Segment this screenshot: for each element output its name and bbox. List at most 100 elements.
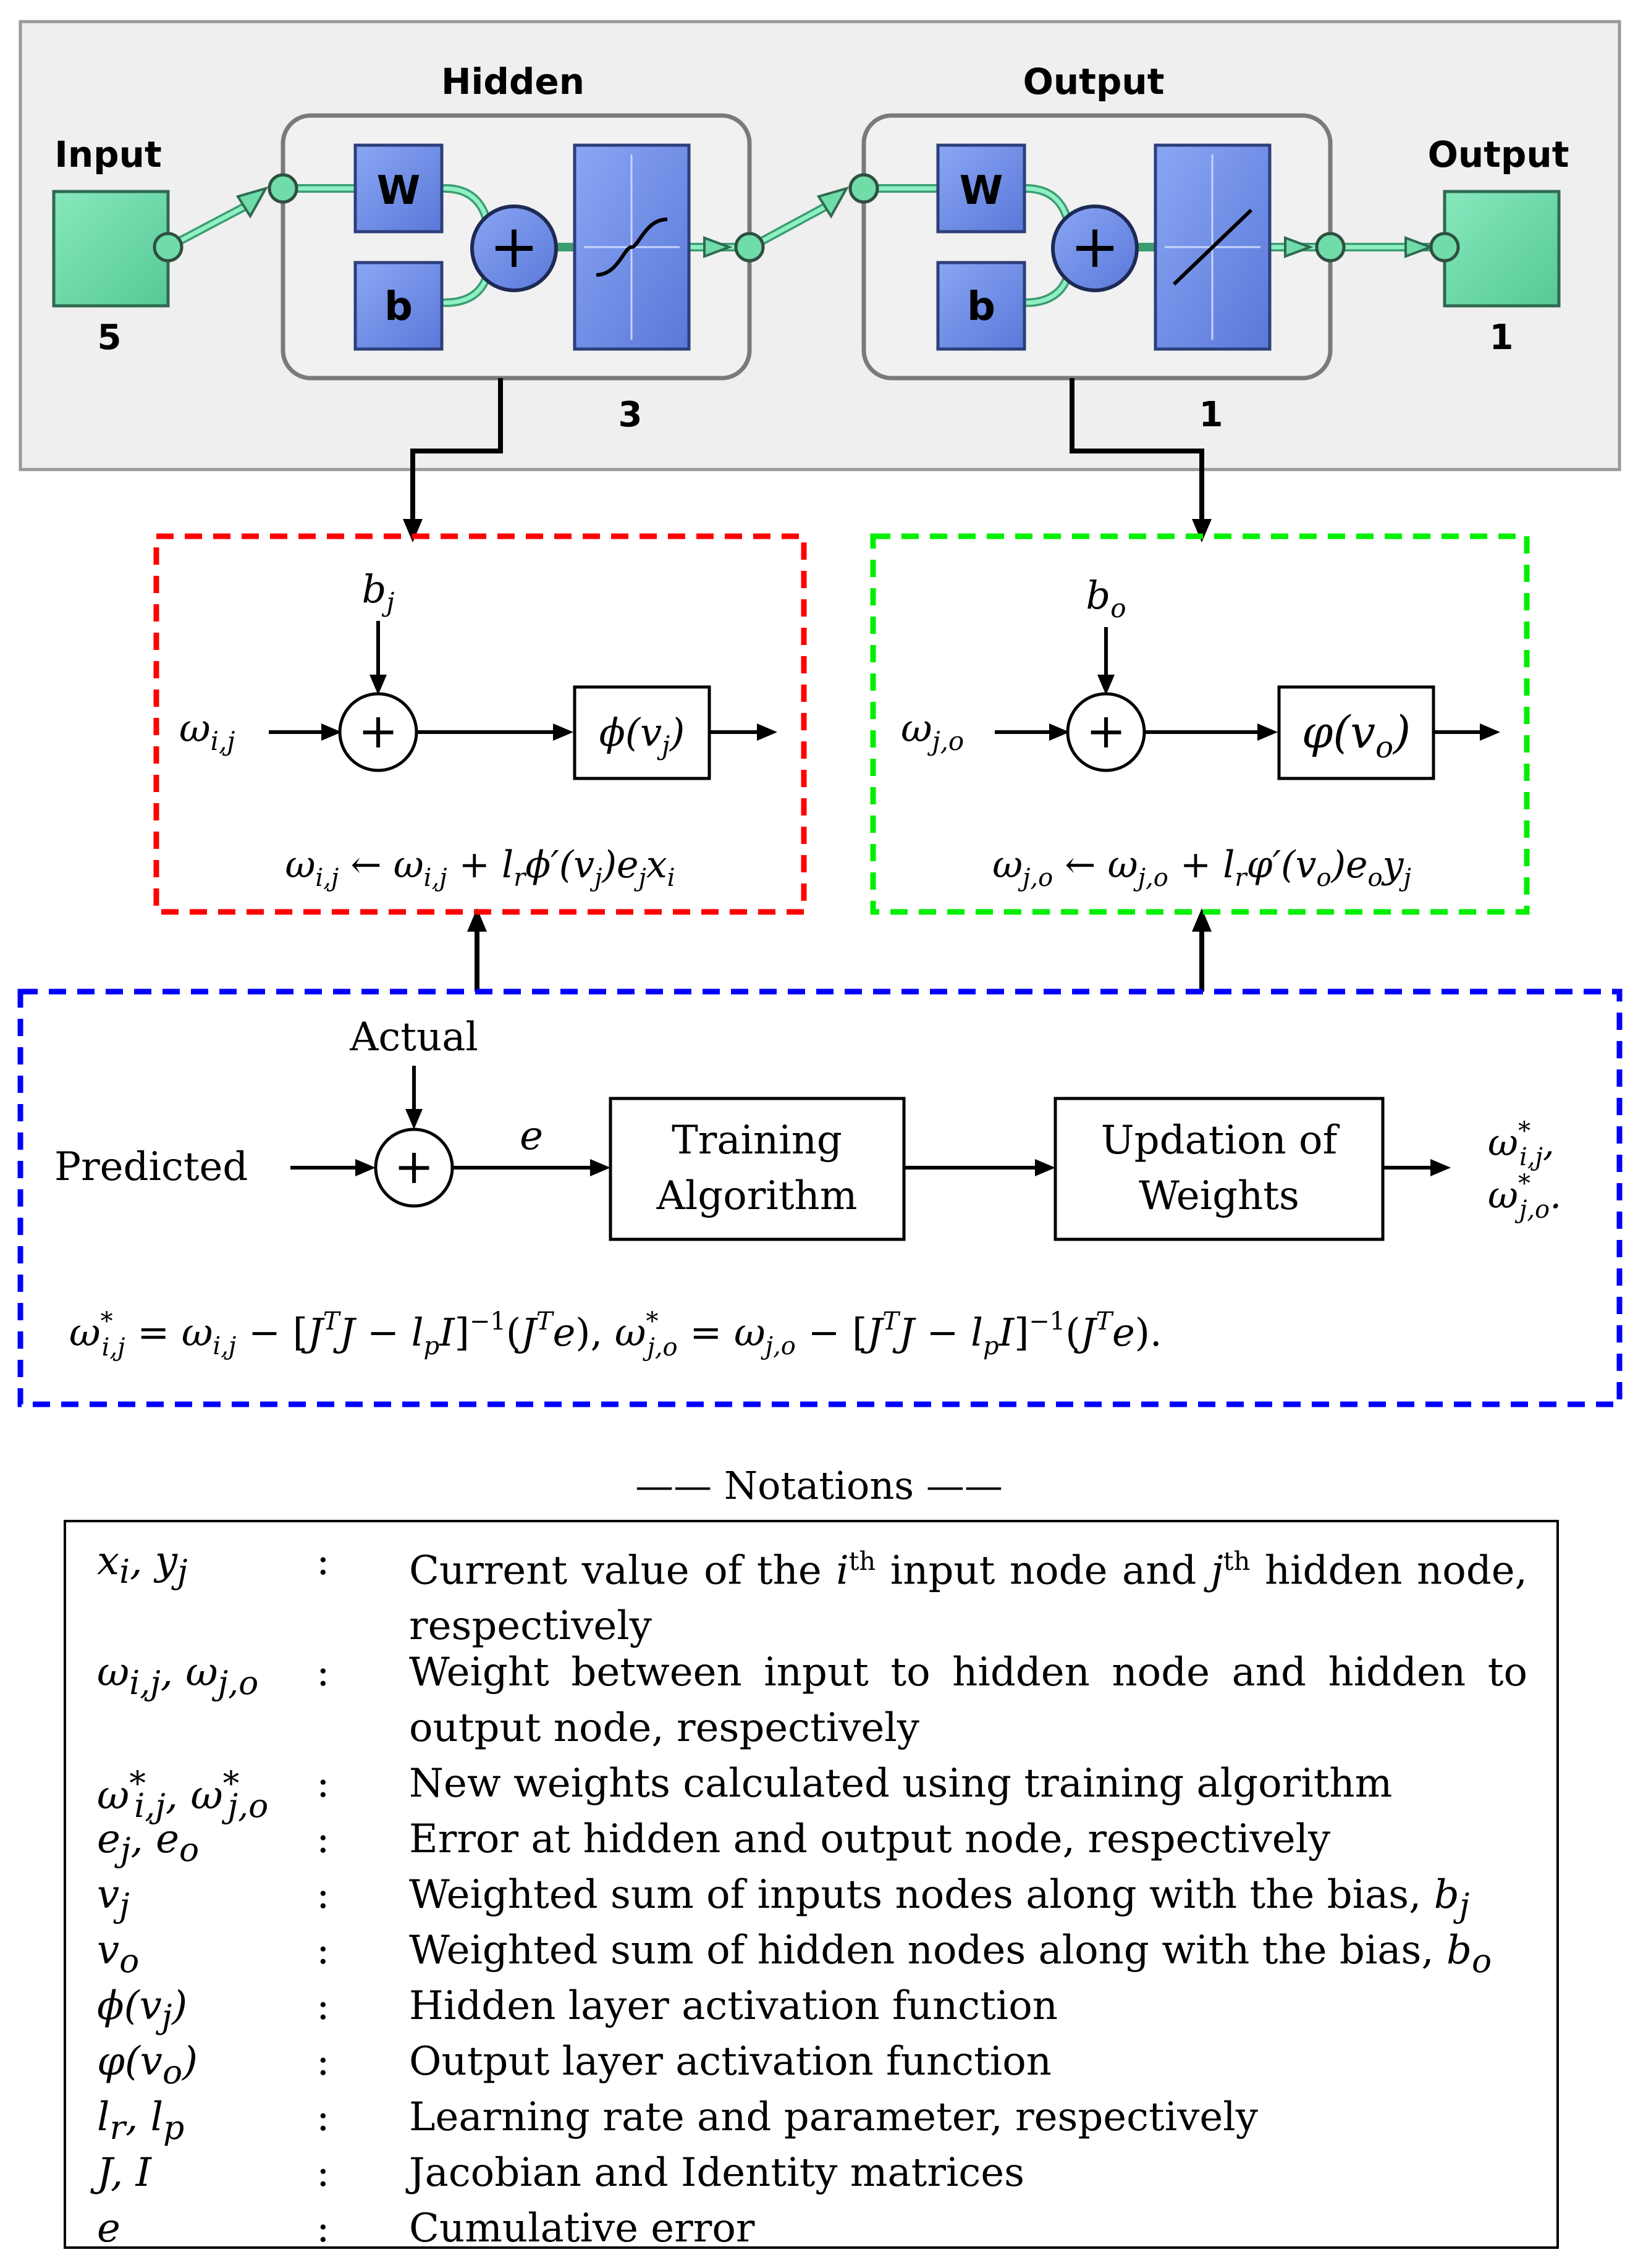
predicted-label: Predicted (54, 1144, 248, 1190)
notation-description-line1: Cumulative error (409, 2206, 755, 2251)
training-formula: ω*i,j = ωi,j − [JTJ − lpI]−1(JTe), ω*j,o… (69, 1307, 1162, 1362)
output-size: 1 (1490, 318, 1514, 358)
notation-description-line2: output node, respectively (409, 1705, 919, 1751)
network-connector-dots (153, 173, 1460, 263)
notation-description-line1: Output layer activation function (409, 2039, 1052, 2085)
network-arrowheads (235, 186, 1434, 258)
panel-connectors (410, 378, 1204, 992)
notation-description: Weight between input to hidden node and … (409, 1645, 1527, 1756)
error-sum-symbol: + (394, 1139, 434, 1195)
updation-line1: Updation of (1101, 1118, 1340, 1163)
output-bias-block (936, 261, 1026, 351)
notation-description-line1: Jacobian and Identity matrices (409, 2150, 1024, 2196)
notations-table: xi, yj: Current value of the ith input no… (64, 1520, 1559, 2251)
panel-connector-arrowheads (403, 519, 1212, 932)
hidden-activation-text: ϕ(vj) (599, 710, 685, 761)
hidden-detail-panel: bj ωi,j + ϕ(vj) ωi,j ← ωi,j + lrϕ′(vj)ej… (153, 533, 807, 915)
notation-symbol: e (97, 2206, 120, 2251)
notation-description-line1: Hidden layer activation function (409, 1983, 1058, 2029)
hidden-sum-node (470, 204, 558, 292)
output-detail-panel: bo ωj,o + φ(vo) ωj,o ← ωj,o + lrφ′(vo)eo… (870, 533, 1530, 915)
notation-description-line1: Learning rate and parameter, respectivel… (409, 2094, 1258, 2140)
hidden-sum-symbol: + (489, 212, 539, 281)
notation-description: Cumulative error (409, 2201, 1527, 2256)
notation-symbol: ωi,j, ωj,o (97, 1650, 259, 1702)
notation-symbol: vj (97, 1872, 130, 1924)
hidden-size: 3 (618, 395, 643, 435)
notation-description: Current value of the ith input node and … (409, 1533, 1527, 1654)
notation-symbol: ej, eo (97, 1816, 200, 1869)
sigmoid-icon (584, 154, 680, 340)
notation-description: Jacobian and Identity matrices (409, 2145, 1527, 2201)
notation-description-line1: Weighted sum of hidden nodes along with … (409, 1928, 1492, 1980)
notations-title: —— Notations —— (635, 1463, 1003, 1508)
input-node (52, 190, 170, 308)
linear-icon (1165, 154, 1260, 340)
notation-description: Hidden layer activation function (409, 1978, 1527, 2034)
output-activation-box (1277, 685, 1435, 780)
hidden-input-text: ωi,j (179, 706, 235, 756)
output-bias-label: b (967, 284, 995, 330)
notation-colon: : (316, 1538, 330, 1584)
training-algorithm-line2: Algorithm (656, 1173, 858, 1219)
notation-symbol: vo (97, 1928, 140, 1980)
output-bias-text: bo (1086, 573, 1126, 623)
actual-label: Actual (349, 1014, 478, 1060)
notation-colon: : (316, 2150, 330, 2196)
training-algorithm-line1: Training (672, 1118, 842, 1163)
notation-symbol: φ(vo) (97, 2039, 198, 2091)
input-label: Input (54, 133, 161, 175)
output-weight-block (936, 143, 1026, 234)
output-weight-label: W (960, 168, 1003, 214)
notation-colon: : (316, 2206, 330, 2251)
notation-colon: : (316, 2039, 330, 2085)
output-sum-node (1051, 204, 1139, 292)
notation-description-line2: respectively (409, 1603, 652, 1650)
notation-symbol: xi, yj (97, 1538, 188, 1591)
notation-symbol: ϕ(vj) (97, 1983, 188, 2036)
hidden-label: Hidden (441, 61, 585, 103)
hidden-bias-text: bj (362, 567, 395, 617)
output-label: Output (1428, 133, 1569, 175)
output-sum-symbol: + (1070, 212, 1120, 281)
hidden-weight-block (353, 143, 444, 234)
notation-description: Weighted sum of inputs nodes along with … (409, 1867, 1527, 1933)
output-detail-sum-symbol: + (1086, 704, 1126, 759)
notation-colon: : (316, 1816, 330, 1862)
output-input-text: ωj,o (901, 706, 964, 756)
output-layer-size: 1 (1199, 395, 1223, 435)
notation-description-line1: Current value of the ith input node and … (409, 1546, 1528, 1594)
notation-description: Weighted sum of hidden nodes along with … (409, 1923, 1527, 1989)
output-update-rule: ωj,o ← ωj,o + lrφ′(vo)eoyj (992, 843, 1411, 892)
hidden-detail-sum-symbol: + (358, 704, 398, 759)
notation-description: Output layer activation function (409, 2034, 1527, 2089)
notation-description: New weights calculated using training al… (409, 1756, 1527, 1811)
error-label: e (520, 1113, 543, 1159)
notation-description-line1: New weights calculated using training al… (409, 1761, 1393, 1806)
notation-colon: : (316, 1761, 330, 1806)
output-layer-label: Output (1023, 61, 1165, 103)
notation-symbol: J, I (97, 2150, 151, 2196)
notation-description-line1: Error at hidden and output node, respect… (409, 1816, 1331, 1862)
training-panel: Actual Predicted + e Training Algorithm … (17, 989, 1623, 1407)
notation-symbol: ω*i,j, ω*j,o (97, 1764, 269, 1826)
notation-description: Learning rate and parameter, respectivel… (409, 2089, 1527, 2145)
notation-symbol: lr, lp (97, 2094, 185, 2147)
hidden-bias-label: b (384, 284, 413, 330)
notation-colon: : (316, 1983, 330, 2029)
notation-colon: : (316, 1928, 330, 1973)
hidden-weight-label: W (377, 168, 421, 214)
new-weights-line2: ω*j,o. (1488, 1170, 1561, 1224)
network-panel: Input 5 Hidden 3 Output 1 Output 1 (19, 20, 1621, 471)
hidden-update-rule: ωi,j ← ωi,j + lrϕ′(vj)ejxi (285, 843, 675, 892)
hidden-bias-block (353, 261, 444, 351)
output-activation-text: φ(vo) (1302, 706, 1411, 765)
notation-colon: : (316, 2094, 330, 2140)
updation-line2: Weights (1139, 1173, 1299, 1219)
updation-box (1053, 1097, 1385, 1241)
new-weights-line1: ω*i,j, (1488, 1117, 1555, 1171)
notation-description-line1: Weighted sum of inputs nodes along with … (409, 1872, 1470, 1924)
notation-colon: : (316, 1650, 330, 1695)
notation-colon: : (316, 1872, 330, 1918)
